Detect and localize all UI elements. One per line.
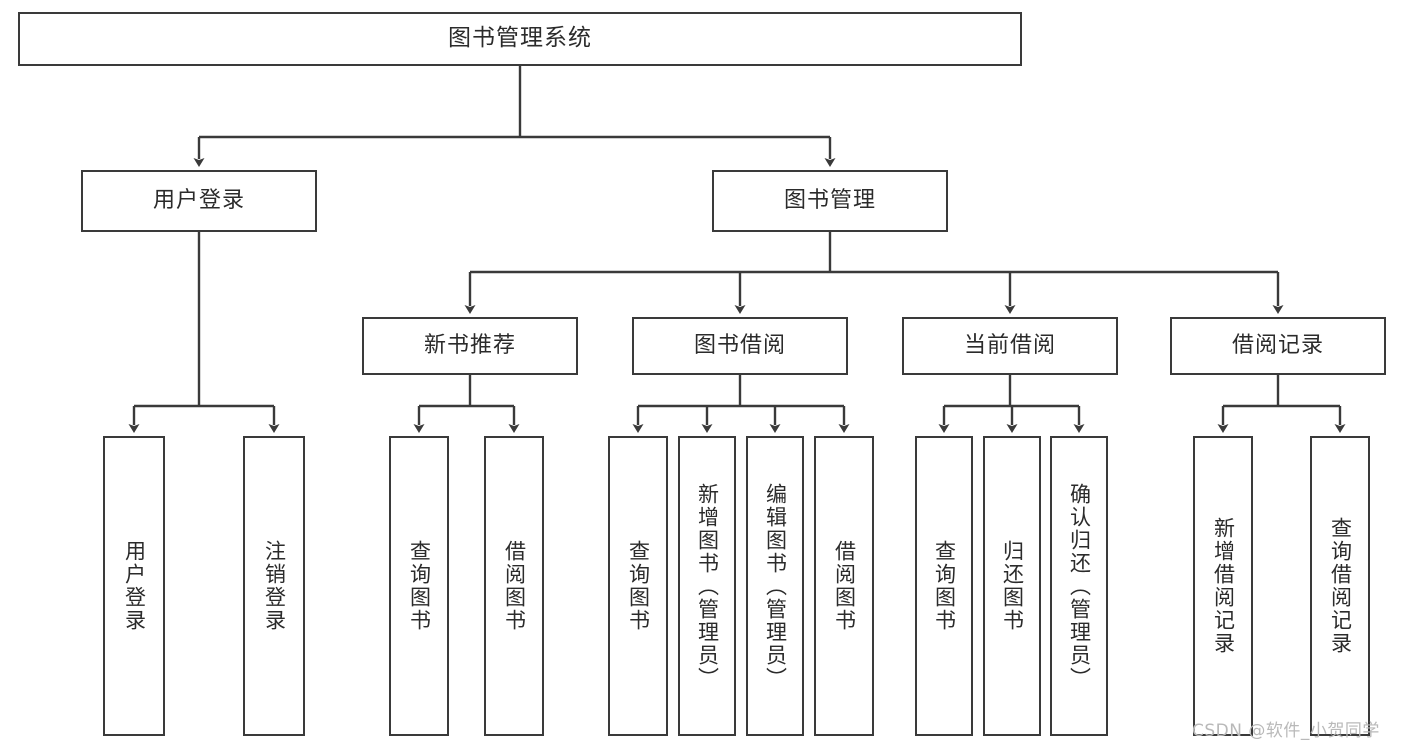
node-label: 图书管理系统 [448,25,592,52]
node-label: 注销登录 [262,540,287,632]
node-label: 新增图书（管理员） [695,482,720,690]
node-user-login[interactable]: 用户登录 [81,170,317,232]
node-new-book-recommend[interactable]: 新书推荐 [362,317,578,375]
node-root-图书管理系统[interactable]: 图书管理系统 [18,12,1022,66]
node-label: 查询图书 [932,540,957,632]
node-label: 图书管理 [783,187,876,213]
node-leaf-borrow-book-2[interactable]: 借阅图书 [814,436,874,736]
node-leaf-add-book-admin[interactable]: 新增图书（管理员） [678,436,736,736]
node-leaf-confirm-return-admin[interactable]: 确认归还（管理员） [1050,436,1108,736]
node-leaf-user-login[interactable]: 用户登录 [103,436,165,736]
node-leaf-return-book[interactable]: 归还图书 [983,436,1041,736]
node-label: 查询图书 [626,540,651,632]
node-label: 借阅图书 [502,540,527,632]
node-book-borrow[interactable]: 图书借阅 [632,317,848,375]
node-borrow-record[interactable]: 借阅记录 [1170,317,1386,375]
node-leaf-query-borrow-record[interactable]: 查询借阅记录 [1310,436,1370,736]
node-leaf-query-book-2[interactable]: 查询图书 [608,436,668,736]
node-label: 用户登录 [122,540,147,632]
node-label: 归还图书 [1000,540,1025,632]
node-label: 借阅记录 [1231,332,1324,358]
node-leaf-edit-book-admin[interactable]: 编辑图书（管理员） [746,436,804,736]
node-label: 新增借阅记录 [1211,517,1236,655]
node-label: 图书借阅 [693,332,786,358]
node-current-borrow[interactable]: 当前借阅 [902,317,1118,375]
node-book-manage[interactable]: 图书管理 [712,170,948,232]
node-label: 用户登录 [152,187,245,213]
node-label: 查询图书 [407,540,432,632]
node-leaf-query-book-3[interactable]: 查询图书 [915,436,973,736]
node-leaf-logout-login[interactable]: 注销登录 [243,436,305,736]
connector-lines [128,66,1346,433]
node-leaf-query-book-1[interactable]: 查询图书 [389,436,449,736]
node-leaf-borrow-book-1[interactable]: 借阅图书 [484,436,544,736]
node-label: 借阅图书 [832,540,857,632]
node-label: 新书推荐 [423,332,516,358]
node-label: 查询借阅记录 [1328,517,1353,655]
node-label: 编辑图书（管理员） [763,482,788,690]
node-label: 当前借阅 [963,332,1056,358]
node-leaf-add-borrow-record[interactable]: 新增借阅记录 [1193,436,1253,736]
node-label: 确认归还（管理员） [1067,482,1092,690]
